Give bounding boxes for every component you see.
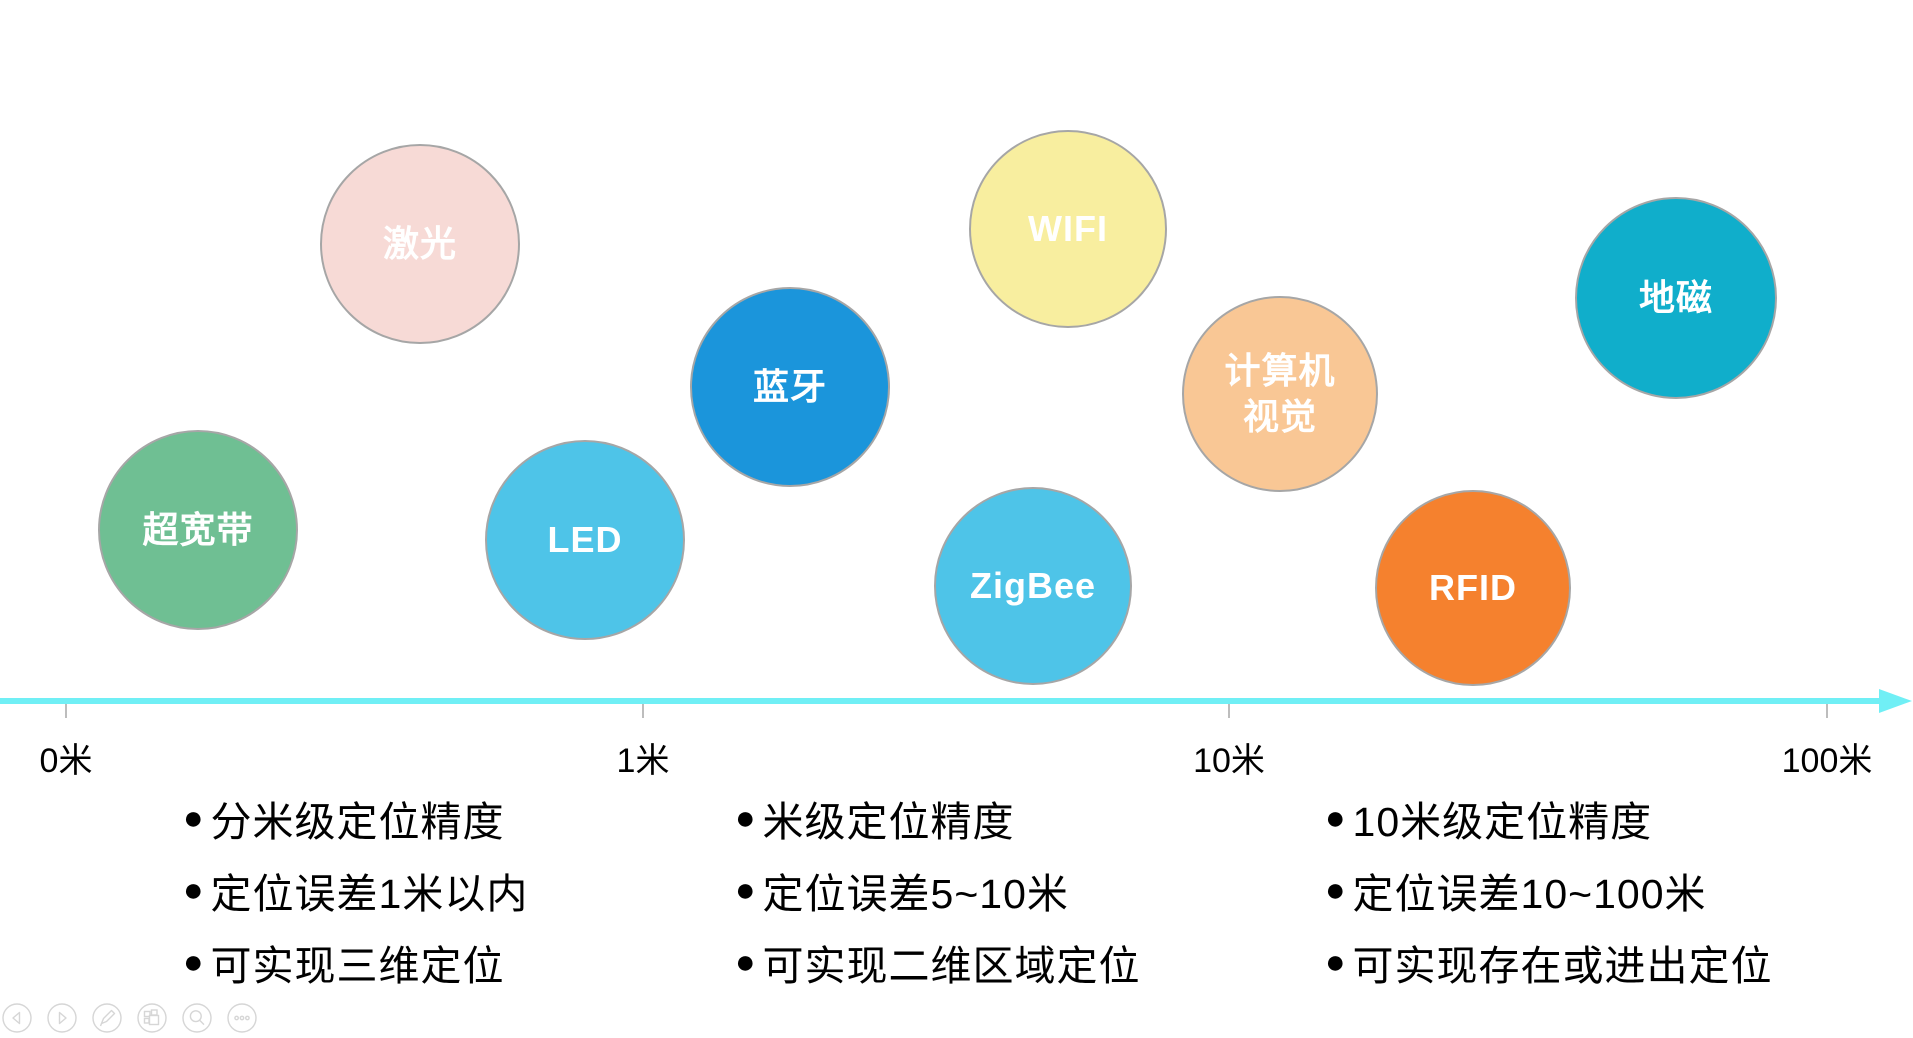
legend-item: ● 可实现存在或进出定位	[1325, 940, 1773, 989]
legend-item: ● 10米级定位精度	[1325, 796, 1773, 845]
bullet-icon: ●	[183, 799, 204, 837]
bubble-wifi-label: WIFI	[1028, 207, 1108, 249]
axis-tick-1m	[642, 704, 644, 718]
pen-icon	[92, 1003, 122, 1033]
legend-column-decimeter: ● 分米级定位精度 ● 定位误差1米以内 ● 可实现三维定位	[183, 796, 528, 1012]
axis-arrowhead-icon	[1879, 689, 1912, 713]
bubble-geomagnetic-label: 地磁	[1638, 276, 1713, 318]
bullet-icon: ●	[735, 943, 756, 981]
legend-item-text: 10米级定位精度	[1352, 799, 1653, 845]
bubble-bluetooth: 蓝牙	[690, 287, 890, 487]
bubble-uwb-label: 超宽带	[142, 508, 254, 550]
legend-item: ● 米级定位精度	[735, 796, 1141, 845]
legend-item: ● 可实现三维定位	[183, 940, 528, 989]
bubble-zigbee: ZigBee	[934, 487, 1132, 685]
legend-item-text: 定位误差10~100米	[1352, 871, 1707, 917]
bubble-wifi: WIFI	[969, 130, 1167, 328]
axis-tick-10m	[1228, 704, 1230, 718]
axis-tick-0m	[65, 704, 67, 718]
legend-item-text: 可实现二维区域定位	[762, 943, 1141, 989]
legend-item-text: 可实现存在或进出定位	[1352, 943, 1773, 989]
bubble-laser: 激光	[320, 144, 520, 344]
bullet-icon: ●	[183, 871, 204, 909]
more-options-button[interactable]	[227, 1003, 257, 1033]
bullet-icon: ●	[735, 799, 756, 837]
legend-item-text: 定位误差5~10米	[762, 871, 1069, 917]
bubble-uwb: 超宽带	[98, 430, 298, 630]
bubble-bluetooth-label: 蓝牙	[752, 365, 827, 407]
legend-item-text: 可实现三维定位	[210, 943, 505, 989]
previous-slide-button[interactable]	[2, 1003, 32, 1033]
bubble-computer-vision-label: 计算机 视觉	[1224, 349, 1336, 437]
bubble-rfid: RFID	[1375, 490, 1571, 686]
axis-label-100m: 100米	[1781, 742, 1873, 780]
legend-column-meter: ● 米级定位精度 ● 定位误差5~10米 ● 可实现二维区域定位	[735, 796, 1141, 1012]
bullet-icon: ●	[1325, 871, 1346, 909]
bubble-geomagnetic: 地磁	[1575, 197, 1777, 399]
presenter-toolbar	[2, 1003, 257, 1033]
chevron-left-icon	[2, 1003, 32, 1033]
bubble-rfid-label: RFID	[1429, 566, 1517, 608]
bubble-zigbee-label: ZigBee	[969, 564, 1097, 606]
bullet-icon: ●	[1325, 943, 1346, 981]
bubble-led: LED	[485, 440, 685, 640]
bubble-laser-label: 激光	[382, 222, 457, 264]
axis-line	[0, 698, 1880, 704]
slide-thumbnails-button[interactable]	[137, 1003, 167, 1033]
bullet-icon: ●	[183, 943, 204, 981]
bubble-computer-vision: 计算机 视觉	[1182, 296, 1378, 492]
chevron-right-icon	[47, 1003, 77, 1033]
axis-label-10m: 10米	[1193, 742, 1265, 780]
legend-item: ● 可实现二维区域定位	[735, 940, 1141, 989]
legend-item: ● 定位误差5~10米	[735, 868, 1141, 917]
legend-item-text: 分米级定位精度	[210, 799, 505, 845]
legend-item: ● 定位误差1米以内	[183, 868, 528, 917]
magnifier-icon	[182, 1003, 212, 1033]
legend-item-text: 定位误差1米以内	[210, 871, 529, 917]
legend-item: ● 定位误差10~100米	[1325, 868, 1773, 917]
next-slide-button[interactable]	[47, 1003, 77, 1033]
bullet-icon: ●	[735, 871, 756, 909]
axis-label-0m: 0米	[39, 742, 93, 780]
bullet-icon: ●	[1325, 799, 1346, 837]
legend-item-text: 米级定位精度	[762, 799, 1015, 845]
legend-column-10meter: ● 10米级定位精度 ● 定位误差10~100米 ● 可实现存在或进出定位	[1325, 796, 1773, 1012]
legend-item: ● 分米级定位精度	[183, 796, 528, 845]
magnifier-button[interactable]	[182, 1003, 212, 1033]
pen-button[interactable]	[92, 1003, 122, 1033]
axis-label-1m: 1米	[616, 742, 670, 780]
axis-tick-100m	[1826, 704, 1828, 718]
ellipsis-icon	[227, 1003, 257, 1033]
bubble-led-label: LED	[547, 518, 623, 560]
slides-icon	[137, 1003, 167, 1033]
